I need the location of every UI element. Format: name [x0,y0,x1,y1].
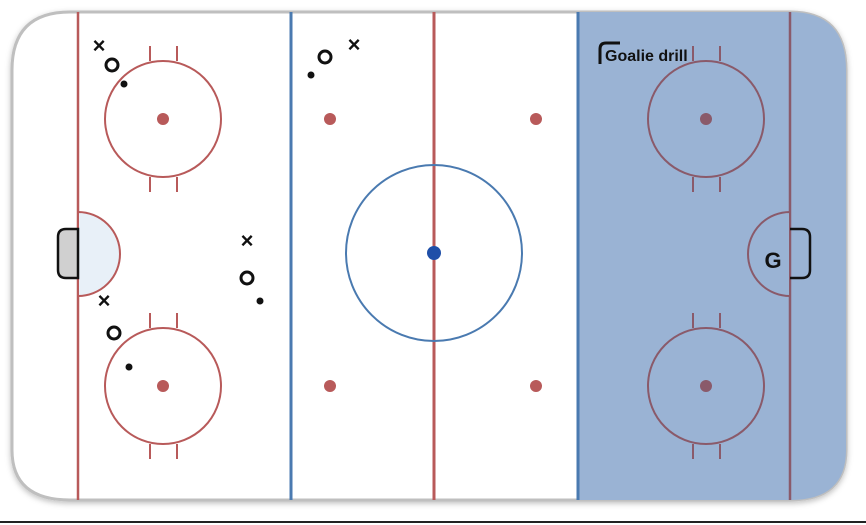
neutral-zone-dot [530,380,542,392]
zone-label-bracket [598,41,620,64]
player-o-marker [317,49,333,65]
left-goal-net [56,227,80,280]
puck-marker [307,71,315,79]
right-goal-crease [747,210,791,298]
player-x-marker: × [98,288,111,313]
faceoff-dot [157,113,169,125]
faceoff-dot [157,380,169,392]
faceoff-dot [700,380,712,392]
player-o-marker [239,270,255,286]
center-dot [427,246,441,260]
player-x-marker: × [93,33,106,58]
puck-marker [125,363,133,371]
puck-marker [256,297,264,305]
neutral-zone-dot [324,113,336,125]
goalie-marker: G [764,248,781,273]
neutral-zone-dot [324,380,336,392]
player-x-marker: × [348,32,361,57]
player-group-bottom-left: × [98,288,133,371]
player-o-marker [104,57,120,73]
right-goal-net [790,227,812,280]
player-group-top-neutral: × [307,32,361,79]
player-x-marker: × [241,228,254,253]
highlighted-zone [578,12,846,500]
player-group-top-left: × [93,33,128,88]
left-goal-crease [77,210,121,298]
neutral-zone-dot [530,113,542,125]
faceoff-dot [700,113,712,125]
faceoff-circle-right-bottom [647,313,765,459]
puck-marker [120,80,128,88]
faceoff-circle-left-top [104,46,222,192]
faceoff-circle-left-bottom [104,313,222,459]
player-group-mid-left: × [239,228,264,305]
faceoff-circle-right-top [647,46,765,192]
center-circle [345,164,523,342]
player-o-marker [106,325,122,341]
zone-label: Goalie drill [605,48,688,65]
